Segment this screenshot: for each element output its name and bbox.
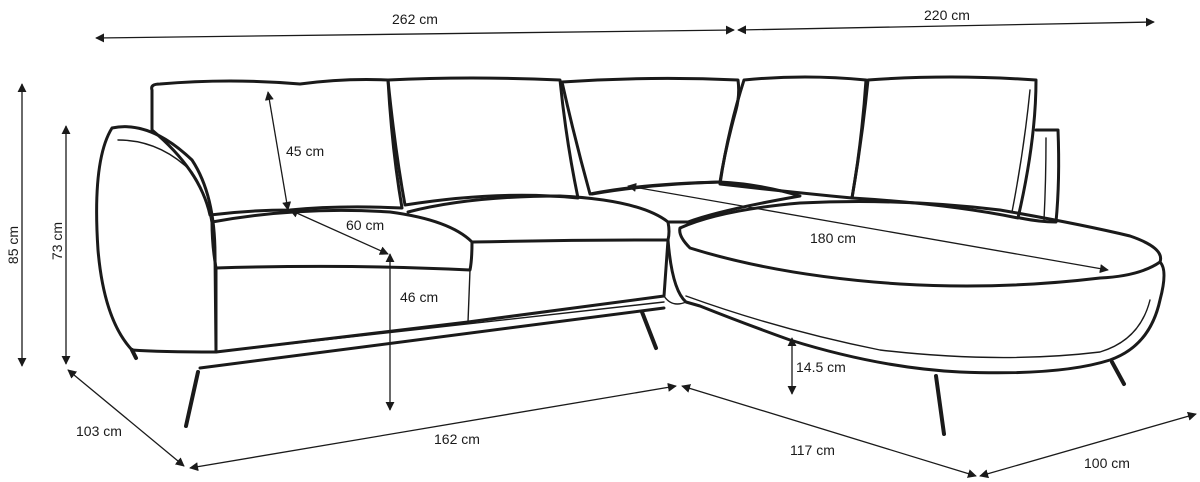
dim-line-117 — [681, 384, 977, 478]
leg-middle — [640, 310, 658, 350]
label-60: 60 cm — [346, 217, 384, 233]
label-103: 103 cm — [76, 423, 122, 439]
sofa-drawing — [95, 75, 1166, 436]
label-46: 46 cm — [400, 289, 438, 305]
label-73: 73 cm — [49, 222, 65, 260]
label-262: 262 cm — [392, 11, 438, 27]
dim-line-60 — [289, 209, 389, 255]
sofa-bottom-edge — [198, 306, 666, 370]
dim-line-180 — [627, 182, 1109, 274]
seat-cushion-left — [210, 208, 474, 272]
dim-line-100 — [979, 411, 1197, 479]
chaise-seat-top — [678, 200, 1163, 288]
leg-chaise-front — [934, 374, 946, 436]
armrest-left — [95, 125, 218, 354]
label-45: 45 cm — [286, 143, 324, 159]
armrest-left-seam — [117, 139, 215, 251]
chaise-body — [666, 238, 1166, 375]
chaise-body-seam — [685, 295, 1151, 359]
dim-line-162 — [189, 382, 677, 472]
dim-line-220 — [737, 17, 1155, 35]
label-180: 180 cm — [810, 230, 856, 246]
leg-left-back — [130, 348, 138, 360]
label-117: 117 cm — [790, 442, 835, 458]
seat-cushion-corner — [590, 180, 802, 224]
label-220: 220 cm — [924, 7, 970, 23]
back-cushion-chaise-1 — [718, 75, 868, 200]
leg-left-front — [184, 370, 200, 428]
back-cushion-chaise-2 — [850, 75, 1038, 220]
dimension-labels: 262 cm 220 cm 85 cm 73 cm 45 cm 60 cm 46… — [5, 7, 1130, 471]
back-cushion-middle — [386, 76, 580, 207]
dim-line-45 — [264, 91, 292, 211]
seat-cushion-middle — [406, 194, 671, 244]
dim-line-262 — [95, 25, 735, 43]
back-cushion-corner — [560, 76, 741, 196]
label-14-5: 14.5 cm — [796, 359, 846, 375]
base-seam-1 — [215, 269, 665, 353]
corner-joint — [663, 295, 687, 305]
label-100: 100 cm — [1084, 455, 1130, 471]
leg-chaise-right — [1110, 360, 1126, 386]
label-85: 85 cm — [5, 226, 21, 264]
dim-line-103 — [67, 369, 185, 467]
dimension-lines — [17, 17, 1197, 479]
label-162: 162 cm — [434, 431, 480, 447]
